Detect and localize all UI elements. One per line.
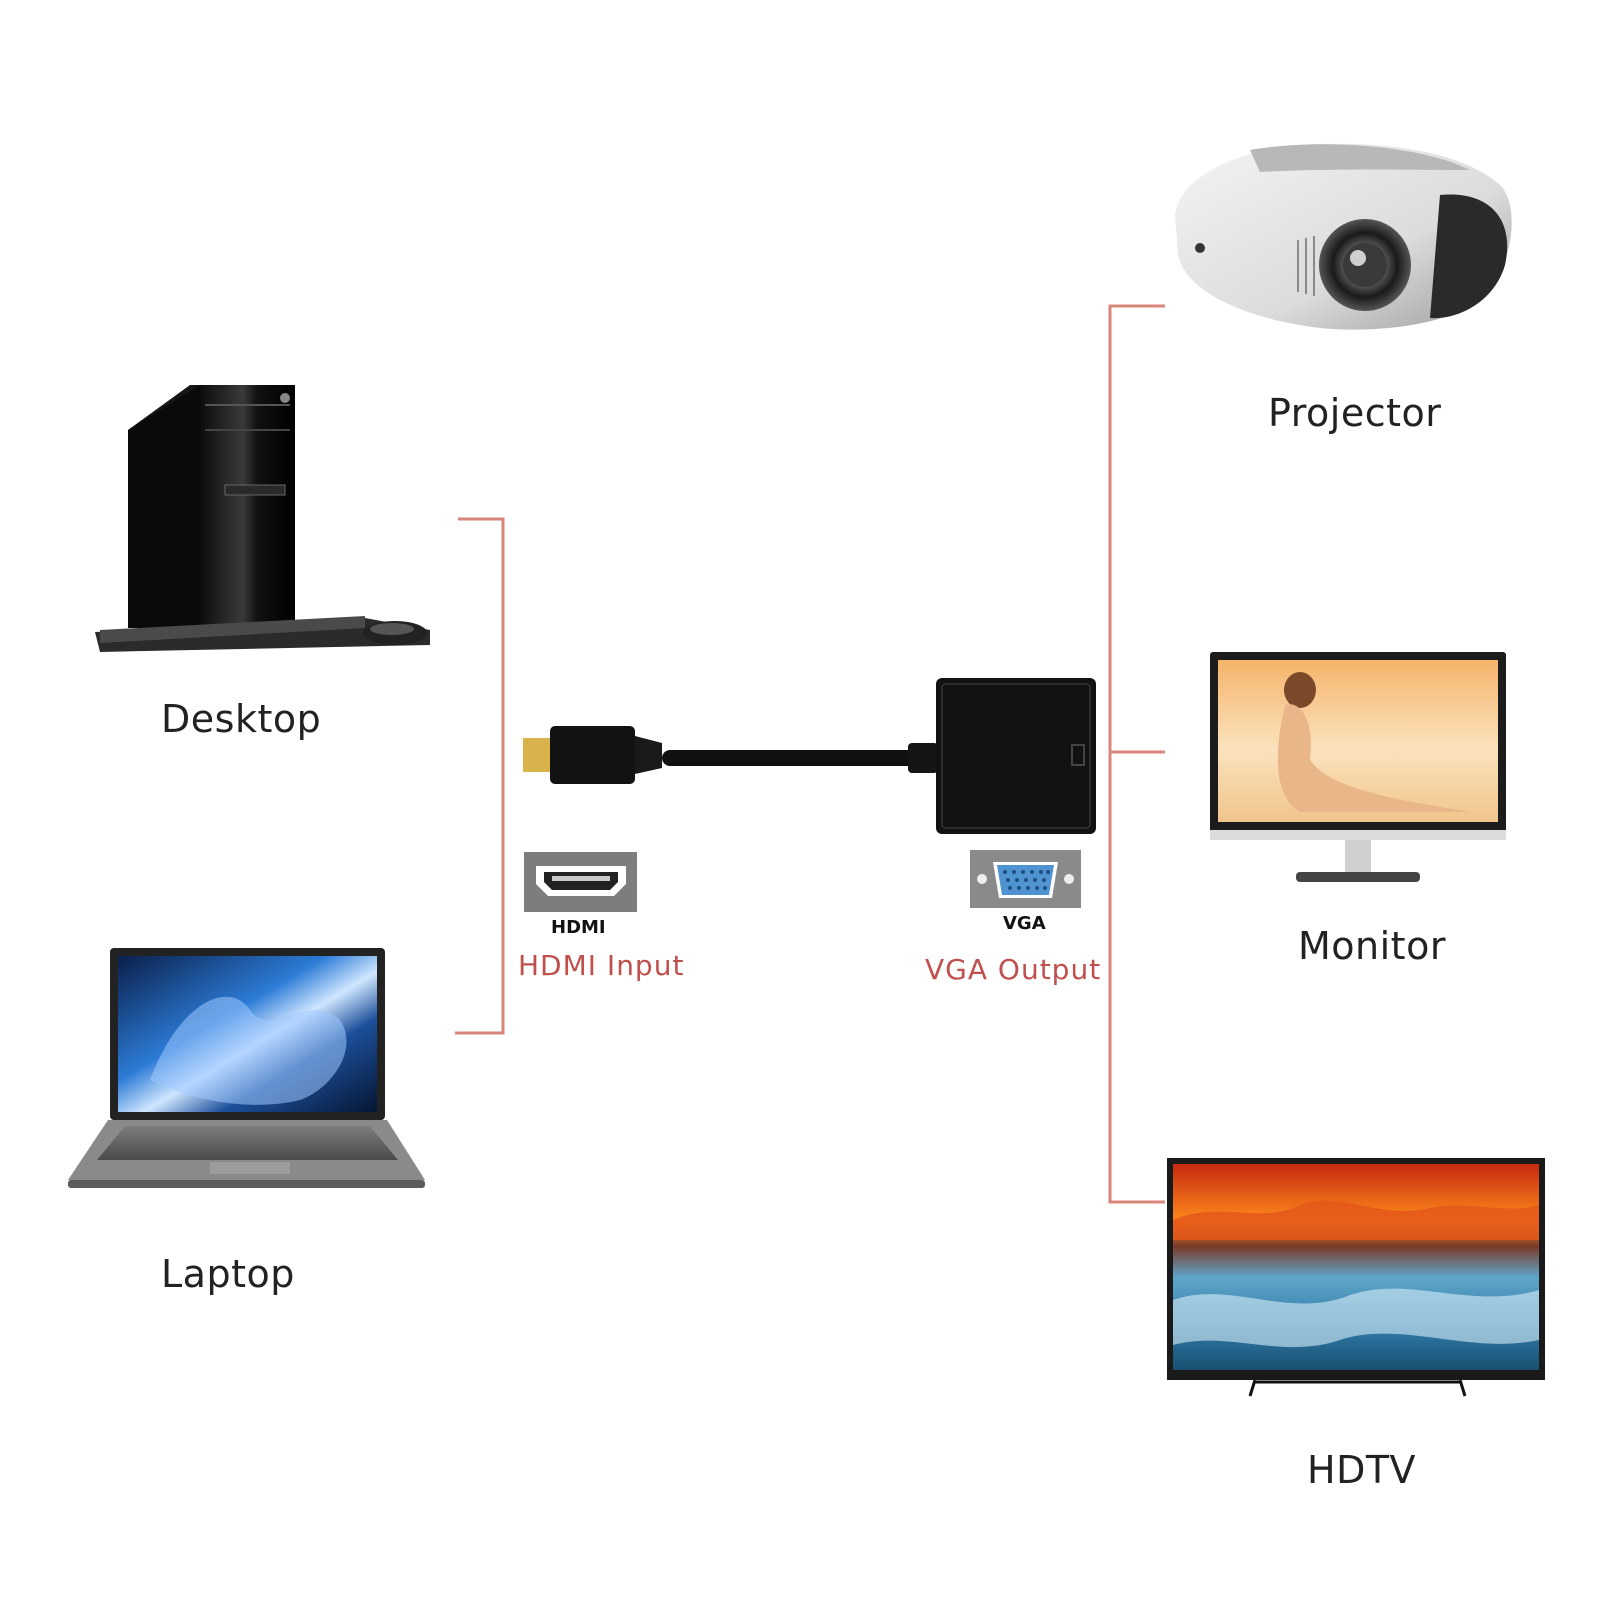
hdmi-port-caption: HDMI	[551, 917, 606, 938]
projector-icon	[1175, 143, 1512, 330]
input-bracket	[455, 517, 505, 1035]
vga-output-label: VGA Output	[925, 953, 1102, 986]
laptop-icon	[68, 948, 425, 1188]
vga-port-icon	[970, 850, 1081, 908]
hdtv-icon	[1167, 1158, 1545, 1397]
monitor-label: Monitor	[1298, 924, 1446, 968]
hdtv-label: HDTV	[1307, 1448, 1417, 1492]
laptop-label: Laptop	[161, 1252, 295, 1296]
vga-adapter-icon	[908, 678, 1096, 834]
desktop-label: Desktop	[161, 697, 322, 741]
hdmi-input-label: HDMI Input	[518, 949, 685, 982]
monitor-icon	[1210, 652, 1506, 882]
projector-label: Projector	[1268, 391, 1442, 435]
desktop-tower-icon	[95, 385, 430, 652]
vga-port-caption: VGA	[1003, 913, 1046, 934]
hdmi-port-icon	[524, 852, 637, 912]
output-bracket	[1108, 304, 1165, 1204]
hdmi-plug-icon	[523, 726, 932, 784]
